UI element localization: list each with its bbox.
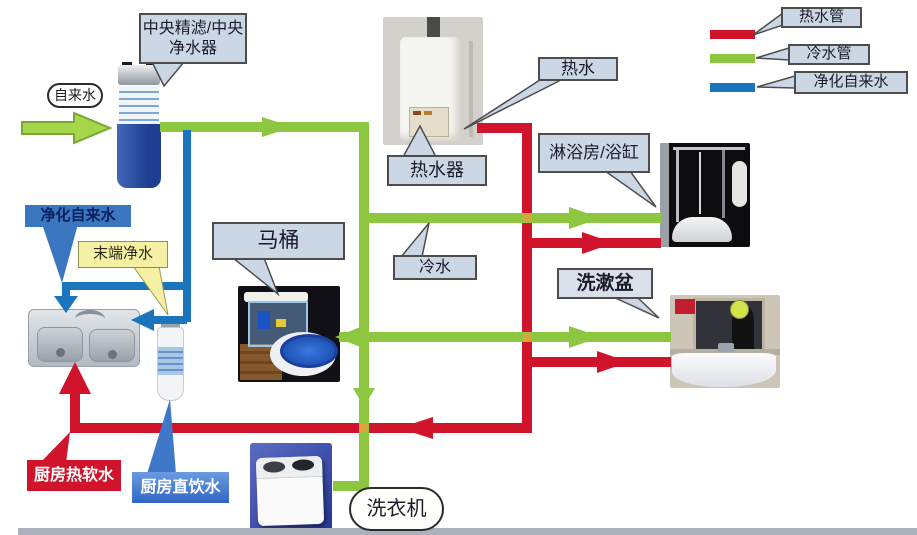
arrow-down-to-sink-icon xyxy=(54,296,78,313)
kitchen-drink-tail xyxy=(147,399,176,474)
toilet-image xyxy=(238,286,340,382)
arrow-left-to-toilet-icon xyxy=(335,326,363,348)
arrow-up-to-sink-icon xyxy=(59,362,91,394)
shower-room-label: 淋浴房/浴缸 xyxy=(538,133,650,173)
wash-basin-label: 洗漱盆 xyxy=(557,268,653,299)
pipe-crossings xyxy=(360,214,531,432)
arrow-left-to-faucet-icon xyxy=(131,309,154,331)
legend-hot-water-pipe-label: 热水管 xyxy=(781,7,862,28)
water-heater-label: 热水器 xyxy=(387,155,487,186)
purified-arrowheads xyxy=(54,296,154,331)
legend-purified-tail xyxy=(756,75,796,89)
legend-cold-water-pipe-label: 冷水管 xyxy=(788,44,870,65)
legend-purified-swatch xyxy=(710,83,755,92)
faucet-icon xyxy=(718,343,734,352)
kitchen-hot-tail xyxy=(40,432,70,463)
cold-water-callout-tail xyxy=(399,222,430,258)
legend-swatches xyxy=(710,30,755,92)
central-filter-callout-tail xyxy=(150,61,186,88)
hot-water-label: 热水 xyxy=(538,57,618,81)
kitchen-hot-soft-water-label: 厨房热软水 xyxy=(27,460,121,491)
hot-water-callout-tail xyxy=(463,77,566,130)
arrow-right-to-shower-icon xyxy=(569,207,601,229)
kitchen-sink-image xyxy=(28,309,140,367)
faucet-icon xyxy=(75,310,105,328)
legend-purified-tap-water-label: 净化自来水 xyxy=(794,71,908,94)
water-heater-image xyxy=(383,17,483,145)
tap-water-inlet-arrow-icon xyxy=(21,111,113,145)
heater-callout-tail xyxy=(401,124,438,158)
arrow-right-main-icon xyxy=(262,117,293,137)
hot-water-arrowheads xyxy=(59,232,629,439)
legend-hot-swatch xyxy=(710,30,755,39)
toilet-callout-tail xyxy=(230,257,280,297)
hot-water-pipe-main xyxy=(70,123,532,433)
terminal-purifier-label: 末端净水 xyxy=(78,241,168,268)
legend-cold-swatch xyxy=(710,54,755,63)
shower-callout-tail xyxy=(602,170,657,208)
kitchen-drinking-water-label: 厨房直饮水 xyxy=(132,472,229,503)
washing-machine-label: 洗衣机 xyxy=(349,487,444,531)
purified-tap-water-label: 净化自来水 xyxy=(25,205,131,227)
toilet-label: 马桶 xyxy=(212,222,345,260)
arrow-right-to-shower-icon xyxy=(582,232,614,254)
tap-water-bubble: 自来水 xyxy=(47,83,103,108)
central-filter-label-line2: 净水器 xyxy=(168,39,217,57)
arrow-down-to-washer-icon xyxy=(353,388,375,407)
bottom-border-bar xyxy=(18,528,917,535)
central-filter-label-line1: 中央精滤/中央 xyxy=(142,19,244,37)
legend-hot-tail xyxy=(752,11,784,36)
central-filter-label: 中央精滤/中央 净水器 xyxy=(139,13,247,64)
terminal-purifier-tail xyxy=(132,265,169,316)
shower-cabin-image xyxy=(660,143,750,247)
central-water-filter-image xyxy=(116,62,162,188)
basin-callout-tail xyxy=(610,295,660,319)
under-sink-filter-image xyxy=(157,321,184,401)
cold-water-arrowheads xyxy=(262,117,601,407)
purified-pipe-to-sink xyxy=(62,282,187,298)
washing-machine-image xyxy=(250,443,332,533)
arrow-right-to-basin-icon xyxy=(569,326,601,348)
arrow-left-bottom-icon xyxy=(399,417,433,439)
purified-label-tail xyxy=(42,224,78,283)
legend-cold-tail xyxy=(755,46,790,61)
wash-basin-image xyxy=(670,295,780,388)
arrow-right-to-basin-icon xyxy=(597,351,629,373)
cold-water-label: 冷水 xyxy=(393,255,477,280)
